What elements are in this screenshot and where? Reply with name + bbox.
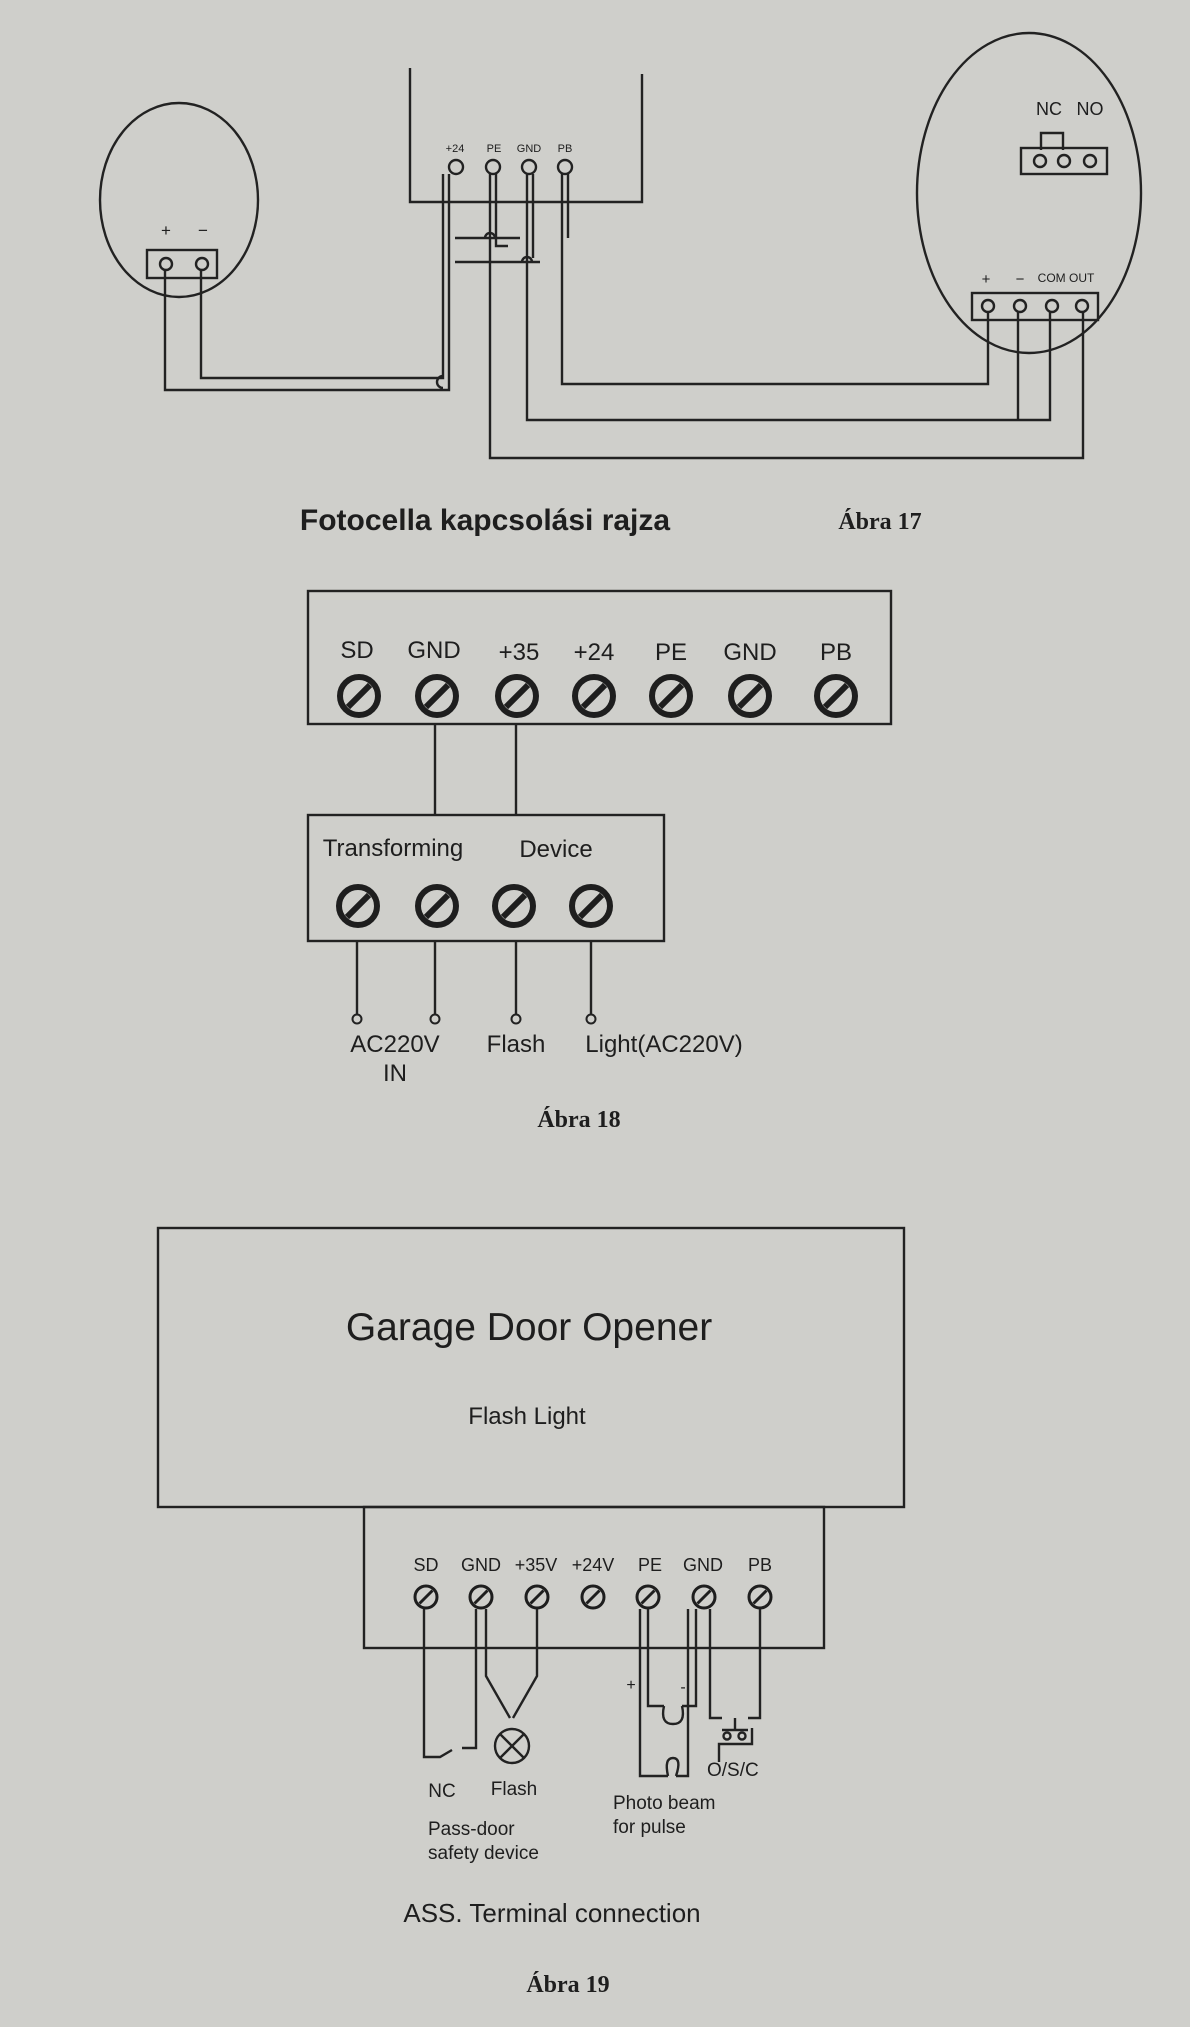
main-terminal-box — [306, 589, 893, 726]
left-plus-label: + — [161, 221, 171, 240]
fig17-title: Fotocella kapcsolási rajza — [300, 504, 670, 537]
pass-door-label: Pass-door — [428, 1819, 515, 1840]
main-terminal-screws — [340, 677, 855, 715]
term-sd: SD — [340, 637, 373, 664]
controller-term-24: +24 — [446, 143, 465, 155]
left-photocell-ellipse — [98, 101, 260, 299]
terminal-strip-labels: SD GND +35V +24V PE GND PB — [413, 1555, 772, 1575]
fig19-caption: Ábra 19 — [526, 1972, 609, 1998]
terminal-strip-box — [362, 1505, 826, 1650]
term-24: +24 — [574, 639, 615, 666]
term-gnd: GND — [407, 637, 460, 664]
figure-19: Garage Door Opener Flash Light SD GND +3… — [156, 1226, 906, 1998]
t19-gnd-2: GND — [683, 1555, 723, 1575]
flash-lamp-icon — [493, 1727, 531, 1765]
fig18-output-wires — [351, 941, 597, 1025]
controller-term-gnd: GND — [517, 143, 542, 155]
device-label: Device — [519, 836, 592, 863]
figure-18: SD GND +35 +24 PE GND PB Transforming De… — [306, 589, 893, 1133]
safety-device-label: safety device — [428, 1843, 539, 1864]
nc-label: NC — [428, 1781, 455, 1802]
t19-pb: PB — [748, 1555, 772, 1575]
relay-no-label: NO — [1077, 99, 1104, 119]
transforming-device-box — [306, 813, 666, 943]
term-35: +35 — [499, 639, 540, 666]
ac220v-in-label: AC220V — [350, 1031, 439, 1058]
t19-35v: +35V — [515, 1555, 558, 1575]
right-minus-label: − — [1016, 271, 1025, 288]
controller-term-pb: PB — [558, 143, 573, 155]
t19-gnd: GND — [461, 1555, 501, 1575]
osc-label: O/S/C — [707, 1760, 759, 1781]
transformer-screws — [339, 887, 610, 925]
controller-terminal-labels: +24 PE GND PB — [446, 143, 573, 155]
controller-term-pe: PE — [487, 143, 502, 155]
flash-label: Flash — [491, 1779, 537, 1800]
terminal-strip-screws — [413, 1584, 773, 1610]
ac220v-in-label-2: IN — [383, 1060, 407, 1087]
right-terminal-block — [970, 291, 1100, 322]
t19-sd: SD — [413, 1555, 438, 1575]
garage-door-opener-title: Garage Door Opener — [346, 1306, 712, 1349]
relay-terminal-block — [1019, 146, 1109, 176]
fig18-caption: Ábra 18 — [537, 1107, 620, 1133]
photo-plus-label: + — [626, 1677, 635, 1694]
for-pulse-label: for pulse — [613, 1817, 686, 1838]
photo-beam-label: Photo beam — [613, 1793, 715, 1814]
light-output-label: Light(AC220V) — [585, 1031, 742, 1058]
t19-24v: +24V — [572, 1555, 615, 1575]
right-plus-label: + — [982, 271, 991, 288]
fig17-wiring — [163, 174, 1085, 460]
garage-door-opener-box — [156, 1226, 906, 1509]
main-terminal-labels: SD GND +35 +24 PE GND PB — [340, 637, 852, 666]
t19-pe: PE — [638, 1555, 662, 1575]
term-pe: PE — [655, 639, 687, 666]
figure-17: + − +24 PE GND PB NC NO + − COM OUT — [98, 31, 1143, 537]
photo-minus-label: - — [680, 1679, 685, 1696]
terminal-connection-caption: ASS. Terminal connection — [403, 1898, 700, 1928]
transforming-label: Transforming — [323, 835, 463, 862]
fig19-wiring — [422, 1609, 762, 1778]
left-minus-label: − — [198, 221, 208, 240]
right-photocell-ellipse — [915, 31, 1143, 355]
flash-light-label: Flash Light — [468, 1403, 586, 1430]
relay-nc-label: NC — [1036, 99, 1062, 119]
fig17-caption: Ábra 17 — [838, 509, 921, 535]
term-pb: PB — [820, 639, 852, 666]
right-com-out-label: COM OUT — [1038, 271, 1095, 285]
term-gnd-2: GND — [723, 639, 776, 666]
flash-output-label: Flash — [487, 1031, 546, 1058]
left-terminal-block — [145, 248, 219, 280]
